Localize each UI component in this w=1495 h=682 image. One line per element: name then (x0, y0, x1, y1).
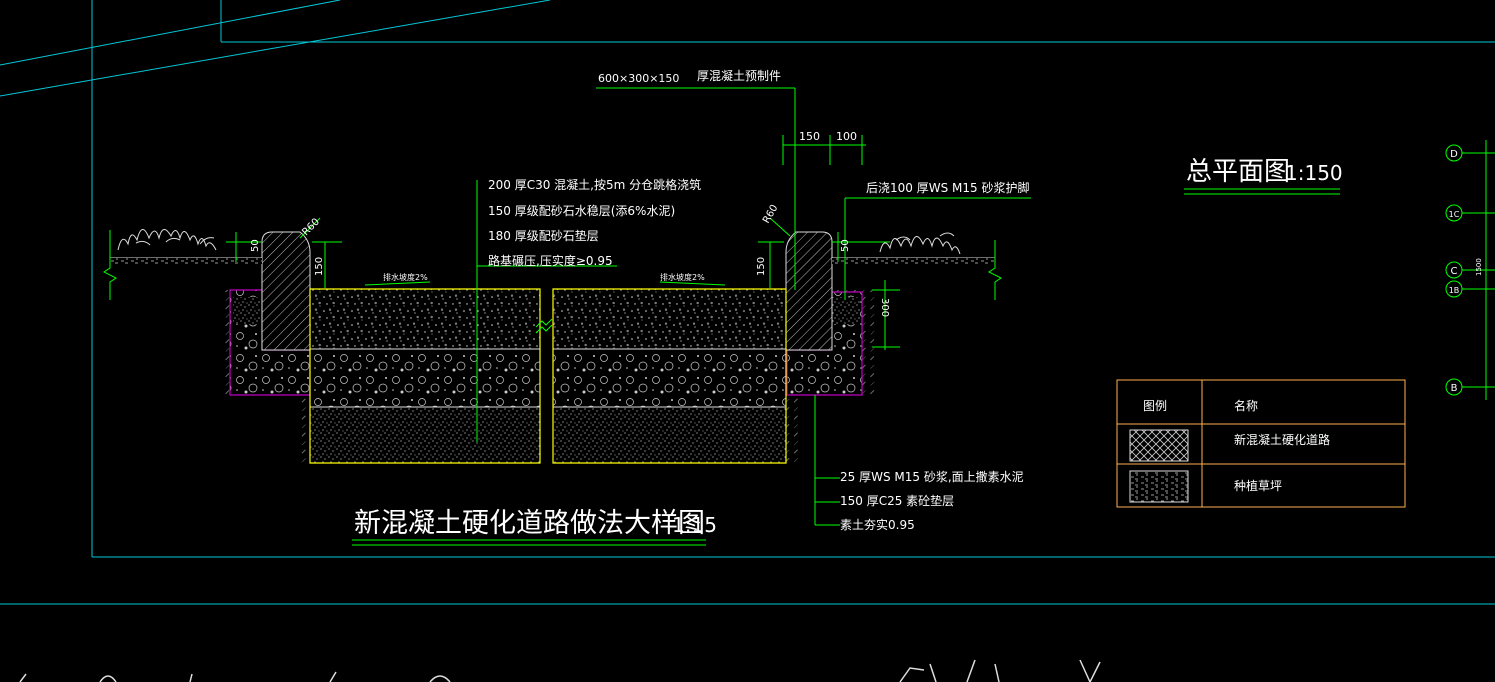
plan-scale: 1:150 (1285, 161, 1343, 185)
slope-left-label: 排水坡度2% (383, 272, 428, 282)
dim-150-right: 150 (756, 257, 767, 276)
legend-table (1116, 379, 1406, 508)
axis-marker-1b-label: 1B (1449, 286, 1460, 295)
precast-text-label: 厚混凝土预制件 (697, 68, 781, 83)
axis-marker-1c-label: 1C (1449, 210, 1460, 219)
axis-marker-c: C (1445, 261, 1463, 279)
bottom-note-1: 25 厚WS M15 砂浆,面上撒素水泥 (840, 469, 1024, 484)
axis-marker-b: B (1445, 378, 1463, 396)
title-underlines (352, 188, 1340, 546)
layer-note-4: 路基碾压,压实度≥0.95 (488, 253, 613, 268)
axis-marker-d: D (1445, 144, 1463, 162)
slope-right-label: 排水坡度2% (660, 272, 705, 282)
dim-300-right: 300 (879, 298, 890, 317)
legend-swatch-road (1129, 429, 1189, 462)
legend-swatch-lawn (1129, 470, 1189, 503)
backfill-note: 后浇100 厚WS M15 砂浆护脚 (866, 180, 1029, 195)
dim-50-right: 50 (840, 239, 851, 252)
axis-lines (1462, 140, 1495, 400)
drawing-frame (0, 0, 1495, 605)
axis-dim-label: 1500 (1475, 258, 1483, 276)
legend-row1-name: 新混凝土硬化道路 (1234, 432, 1330, 447)
precast-curb (261, 231, 833, 351)
bottom-note-3: 素土夯实0.95 (840, 517, 915, 532)
axis-marker-c-label: C (1451, 266, 1458, 277)
precast-size-label: 600×300×150 (598, 72, 679, 85)
ground-line (110, 229, 995, 264)
layer-note-2: 150 厚级配砂石水稳层(添6%水泥) (488, 203, 675, 218)
leader-lines (226, 87, 1031, 526)
mortar-foot (229, 289, 863, 396)
break-lines (103, 230, 1002, 300)
layer-note-3: 180 厚级配砂石垫层 (488, 228, 599, 243)
bottom-note-2: 150 厚C25 素砼垫层 (840, 493, 954, 508)
dim-150-top: 150 (799, 130, 820, 143)
legend-row2-name: 种植草坪 (1234, 478, 1282, 493)
pavement-layers (309, 288, 787, 464)
legend-header-name: 名称 (1234, 398, 1258, 413)
axis-marker-d-label: D (1450, 149, 1458, 160)
drawing-scale: 1:15 (672, 513, 717, 537)
legend-header-symbol: 图例 (1143, 399, 1167, 413)
axis-marker-1b: 1B (1445, 280, 1463, 298)
dim-50-left: 50 (250, 239, 261, 252)
dim-100-top: 100 (836, 130, 857, 143)
r60-right-label: R60 (761, 203, 780, 226)
drawing-title: 新混凝土硬化道路做法大样图 (354, 508, 705, 539)
axis-marker-b-label: B (1451, 383, 1458, 394)
cropped-text-strokes (19, 659, 1101, 682)
plan-title: 总平面图 (1186, 157, 1290, 187)
axis-marker-1c: 1C (1445, 204, 1463, 222)
dim-150-left: 150 (314, 257, 325, 276)
layer-note-1: 200 厚C30 混凝土,按5m 分仓跳格浇筑 (488, 177, 701, 192)
